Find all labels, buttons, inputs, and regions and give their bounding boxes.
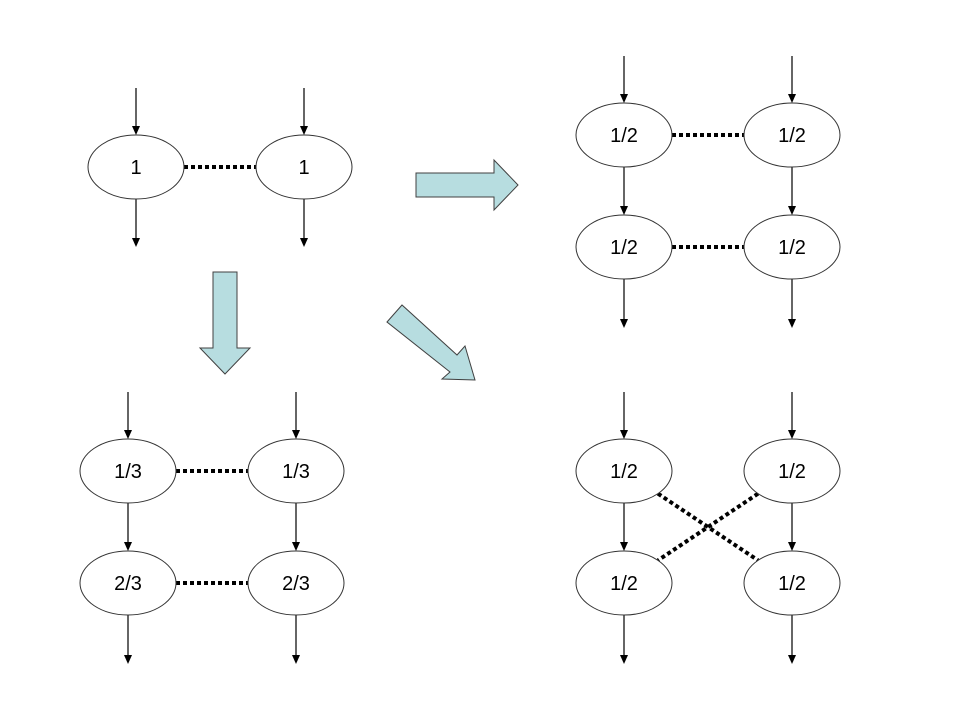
node: 1 (87, 134, 185, 200)
node: 1/2 (743, 550, 841, 616)
node-ellipse (247, 550, 345, 616)
node-label: 1/2 (610, 237, 638, 259)
node-ellipse (743, 102, 841, 168)
flow-arrow-between-head (788, 542, 796, 551)
flow-arrow-in-head (124, 430, 132, 439)
node-ellipse (575, 550, 673, 616)
node: 1/2 (575, 102, 673, 168)
dotted-link (656, 491, 760, 563)
node-ellipse (79, 550, 177, 616)
node-ellipse (255, 134, 353, 200)
flow-arrow-in-head (620, 94, 628, 103)
transition-arrows (198, 158, 519, 381)
flow-arrow-between-head (788, 206, 796, 215)
node: 1/2 (743, 214, 841, 280)
node: 1/2 (575, 550, 673, 616)
node: 1/3 (247, 438, 345, 504)
block-arrow-right (415, 158, 519, 212)
panel-split-unequal: 1/3 1/3 2/3 2/3 (79, 392, 345, 664)
node-label: 1/3 (114, 461, 142, 483)
node-label: 1/2 (778, 573, 806, 595)
flow-arrow-between-head (620, 206, 628, 215)
node-ellipse (575, 102, 673, 168)
node-label: 1/2 (610, 573, 638, 595)
flow-arrow-out-head (132, 238, 140, 247)
flow-arrow-out-head (292, 655, 300, 664)
node: 1/2 (743, 438, 841, 504)
node-label: 1 (298, 157, 309, 179)
node-label: 2/3 (114, 573, 142, 595)
node: 1/3 (79, 438, 177, 504)
flow-arrow-in-head (132, 126, 140, 135)
node: 1/2 (743, 102, 841, 168)
node-label: 1/2 (610, 461, 638, 483)
flow-arrow-out-head (620, 319, 628, 328)
flow-arrow-in-head (292, 430, 300, 439)
flow-arrow-in-head (788, 94, 796, 103)
node-ellipse (743, 438, 841, 504)
flow-arrow-out-head (124, 655, 132, 664)
node: 2/3 (79, 550, 177, 616)
flow-arrow-in-head (788, 430, 796, 439)
node-ellipse (575, 214, 673, 280)
flow-arrow-in-head (620, 430, 628, 439)
node-label: 1/3 (282, 461, 310, 483)
node-label: 1/2 (778, 237, 806, 259)
node-ellipse (743, 214, 841, 280)
node-ellipse (79, 438, 177, 504)
flow-arrow-out-head (788, 319, 796, 328)
panel-split-parallel: 1/2 1/2 1/2 1/2 (575, 56, 841, 328)
flow-arrow-between-head (124, 542, 132, 551)
node-label: 2/3 (282, 573, 310, 595)
flow-arrow-out-head (620, 655, 628, 664)
flow-arrow-between-head (292, 542, 300, 551)
flow-arrow-out-head (788, 655, 796, 664)
node-ellipse (247, 438, 345, 504)
node: 1/2 (575, 438, 673, 504)
block-arrow-diagonal (386, 304, 476, 381)
dotted-link (656, 491, 760, 563)
node: 2/3 (247, 550, 345, 616)
flow-arrow-out-head (300, 238, 308, 247)
flow-arrow-in-head (300, 126, 308, 135)
node-ellipse (87, 134, 185, 200)
block-arrow-down (198, 271, 252, 375)
node-label: 1/2 (610, 125, 638, 147)
node-ellipse (575, 438, 673, 504)
node-label: 1/2 (778, 461, 806, 483)
node-label: 1 (130, 157, 141, 179)
node: 1 (255, 134, 353, 200)
node-label: 1/2 (778, 125, 806, 147)
node-ellipse (743, 550, 841, 616)
panel-split-crossed: 1/2 1/2 1/2 1/2 (575, 392, 841, 664)
flow-arrow-between-head (620, 542, 628, 551)
node: 1/2 (575, 214, 673, 280)
